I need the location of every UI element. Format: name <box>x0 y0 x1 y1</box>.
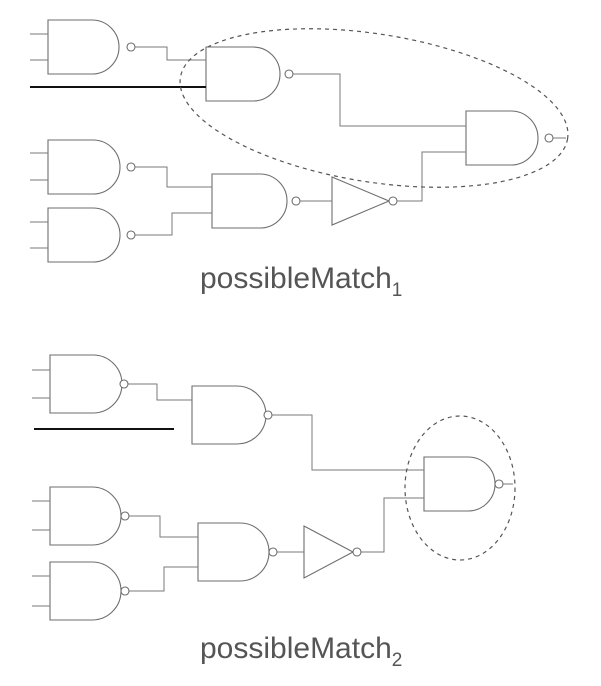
highlight-ellipse-1 <box>179 28 569 188</box>
nand-gate-2e <box>197 522 278 582</box>
nand-gate-1f <box>465 110 554 166</box>
nand-gate-1e <box>211 173 301 229</box>
nand-gate-1a <box>47 19 136 75</box>
wire-2b-to-2f <box>272 414 424 471</box>
nand-gate-2c <box>49 486 130 546</box>
wire-not-to-2f <box>361 497 424 553</box>
caption-1-label: possibleMatch <box>200 262 392 295</box>
not-gate-1 <box>331 176 398 226</box>
nand-gate-2f <box>423 456 504 512</box>
caption-1-subscript: 1 <box>391 280 403 301</box>
wire-not-to-1f <box>397 151 466 202</box>
nand-gate-2a <box>49 354 129 414</box>
wire-1c-to-1e <box>135 166 212 188</box>
not-gate-2 <box>303 525 362 579</box>
nand-gate-2d <box>49 561 130 621</box>
nand-gate-2b <box>191 385 273 445</box>
highlight-ellipse-2 <box>404 415 516 561</box>
nand-gate-1d <box>47 207 136 263</box>
wire-1b-to-1f <box>293 73 466 127</box>
caption-possible-match-2: possibleMatch2 <box>200 632 402 670</box>
nand-gate-1c <box>47 139 136 195</box>
caption-2-label: possibleMatch <box>200 632 392 665</box>
wire-1d-to-1e <box>135 212 212 236</box>
circuit-2 <box>32 354 516 621</box>
nand-gate-1b <box>205 46 294 102</box>
wire-1a-to-1b <box>135 46 206 61</box>
caption-possible-match-1: possibleMatch1 <box>200 262 402 300</box>
wire-2a-to-2b <box>128 383 192 401</box>
circuit-1 <box>30 19 569 263</box>
wire-2d-to-2e <box>129 566 198 592</box>
caption-2-subscript: 2 <box>391 650 403 671</box>
wire-2c-to-2e <box>129 515 198 538</box>
